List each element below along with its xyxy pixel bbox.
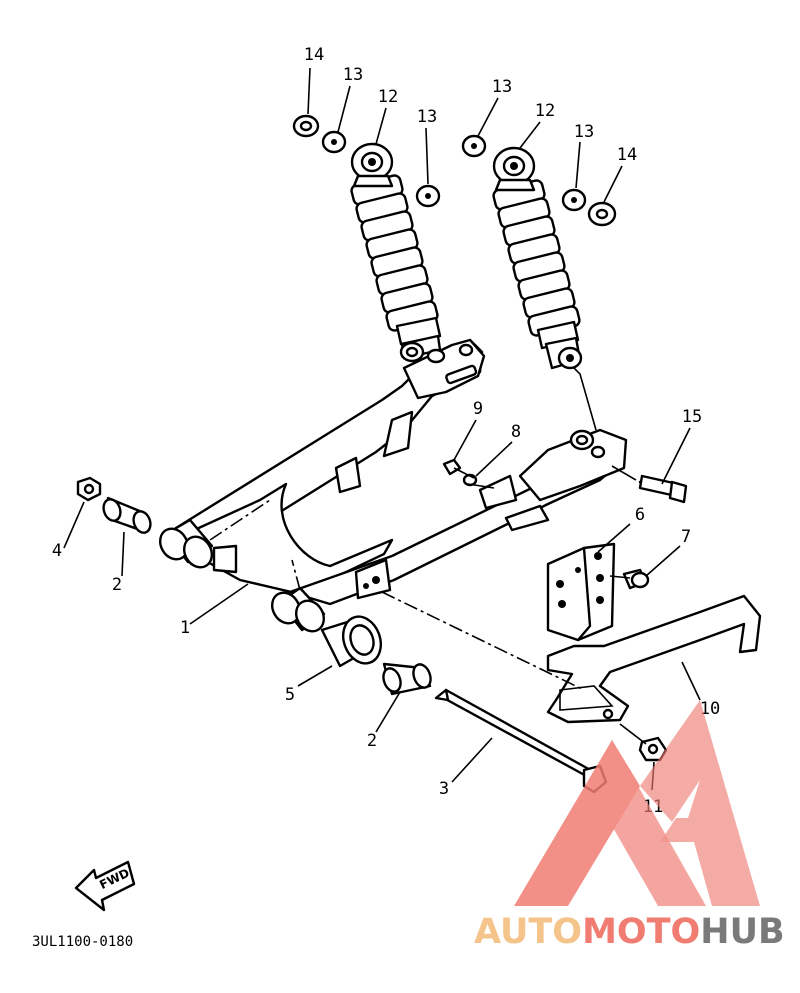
callout-5: 5 [285,685,295,705]
callout-9: 9 [473,399,483,419]
bushing-2-upper [102,496,152,534]
nut-4 [76,476,102,502]
callout-2-lower: 2 [367,731,377,751]
nut-11 [638,736,668,762]
shock-absorber-left [350,142,442,360]
callout-7: 7 [681,527,691,547]
callout-4: 4 [52,541,62,561]
callout-14-right: 14 [617,145,637,165]
callout-15: 15 [682,407,702,427]
assembly-lines [209,465,647,745]
callout-8: 8 [511,422,521,442]
shock-top-eye-right [492,146,536,192]
bolt-7 [622,568,650,590]
callout-12-left: 12 [378,87,398,107]
callout-14-left: 14 [304,45,324,65]
callout-10: 10 [700,699,720,719]
watermark-hub: HUB [700,912,784,952]
shock-top-eye-left [350,142,394,188]
nut-9 [442,458,462,476]
washer-13-c [461,134,487,158]
callout-13-c: 13 [492,77,512,97]
brace-10 [546,594,762,724]
svg-text:AUTOMOTOHUB: AUTOMOTOHUB [474,912,785,952]
drawing-code: 3UL1100-0180 [32,934,133,950]
washer-13-b [415,184,441,208]
fwd-arrow-icon: FWD [74,860,136,912]
callout-13-a: 13 [343,65,363,85]
shock-absorber-right [492,146,583,370]
nut-14-left [292,114,320,138]
pivot-boss-right [270,586,326,633]
watermark-logo-icon [514,700,760,906]
shock-mount-line [573,367,597,431]
callout-1: 1 [180,618,190,638]
washer-13-a [321,130,347,154]
watermark: AUTOMOTOHUB [474,700,785,952]
bolt-15 [638,474,688,504]
nut-14-right [587,201,617,227]
callout-13-d: 13 [574,122,594,142]
leader-lines [63,67,701,791]
callout-6: 6 [635,505,645,525]
pivot-boss-left [158,518,214,569]
shock-bottom-eye-right [544,336,583,370]
watermark-moto: MOTO [582,912,700,952]
bracket-6 [546,542,616,642]
callout-12-right: 12 [535,101,555,121]
bushing-5 [320,615,383,668]
swingarm [158,338,628,633]
callout-13-b: 13 [417,107,437,127]
washer-13-d [561,188,587,212]
callout-3: 3 [439,779,449,799]
watermark-auto: AUTO [474,912,582,952]
bushing-2-lower [382,662,432,696]
callout-2-upper: 2 [112,575,122,595]
